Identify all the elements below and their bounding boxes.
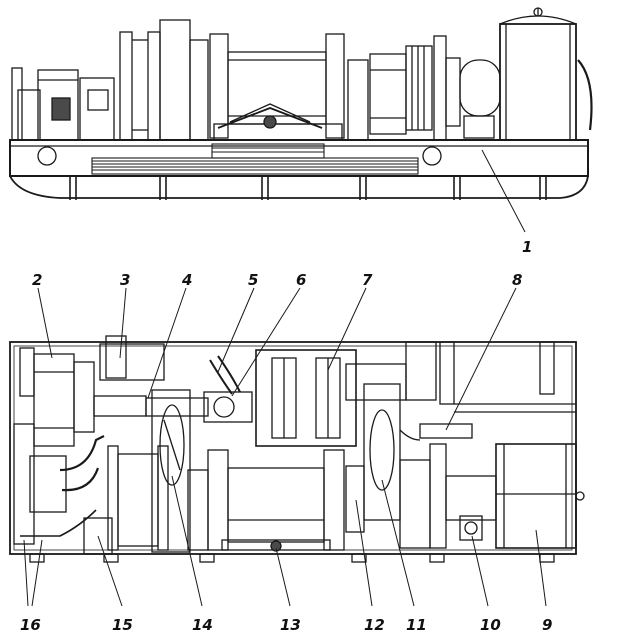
callout-12: 12 xyxy=(364,616,385,634)
callout-4: 4 xyxy=(181,271,192,289)
callout-13: 13 xyxy=(280,616,301,634)
callout-labels: 1 2 3 4 5 6 7 8 9 10 11 12 13 14 15 16 xyxy=(20,238,552,634)
left-lifting-hole xyxy=(37,146,57,166)
callout-9: 9 xyxy=(542,616,552,634)
side-elevation-view xyxy=(9,7,593,233)
elevation-skid-bottom xyxy=(9,175,589,199)
callout-14: 14 xyxy=(192,616,213,634)
plan-brackets xyxy=(439,341,576,413)
elevation-right-drum-housing xyxy=(499,7,593,141)
plan-hydraulic-block xyxy=(13,423,113,555)
callout-1: 1 xyxy=(522,238,532,256)
callout-8: 8 xyxy=(512,271,522,289)
callout-11: 11 xyxy=(406,616,427,634)
elevation-legs xyxy=(69,176,547,200)
plan-couplings xyxy=(145,355,253,423)
elevation-motor-group xyxy=(11,67,115,141)
plan-valve-block xyxy=(99,335,165,381)
callout-6: 6 xyxy=(296,271,306,289)
elevation-right-components xyxy=(347,35,501,141)
callout-5: 5 xyxy=(248,271,258,289)
elevation-left-drum xyxy=(119,19,209,141)
callout-10: 10 xyxy=(480,616,501,634)
plan-frame-tabs xyxy=(29,553,555,563)
plan-base-frame xyxy=(9,341,577,555)
callout-3: 3 xyxy=(120,271,130,289)
plan-brake xyxy=(345,383,401,533)
plan-leader-lines xyxy=(23,287,547,607)
plan-right-drum-housing xyxy=(495,443,585,549)
plan-main-drum xyxy=(207,449,345,552)
leader-1 xyxy=(481,149,526,233)
plan-right-drive xyxy=(399,423,497,549)
tube-bundle xyxy=(91,143,419,175)
plan-motor xyxy=(19,347,147,447)
right-lifting-hole xyxy=(422,146,442,166)
plan-left-drum xyxy=(107,389,209,553)
elevation-main-drum xyxy=(209,33,345,141)
callout-2: 2 xyxy=(32,271,42,289)
callout-15: 15 xyxy=(112,616,133,634)
callout-7: 7 xyxy=(362,271,373,289)
plan-gear-case xyxy=(255,341,437,447)
plan-view xyxy=(9,287,585,607)
callout-16: 16 xyxy=(20,616,41,634)
